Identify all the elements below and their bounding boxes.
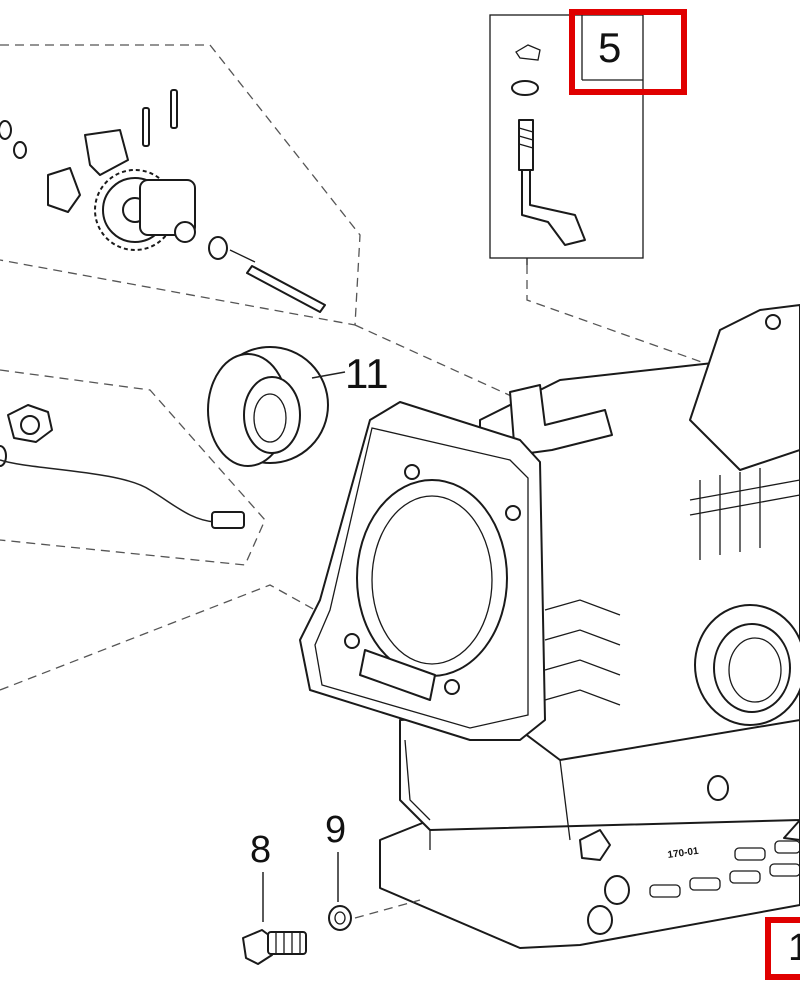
drain-plug	[242, 929, 307, 965]
sensor-wire	[0, 459, 216, 523]
governor-sleeve	[139, 179, 196, 236]
crankcase-body: 170-01	[299, 304, 800, 949]
callout-9-label: 9	[325, 809, 346, 851]
drain-dashed-line	[354, 899, 421, 919]
casting-mark: 170-01	[667, 846, 700, 861]
tower-hole	[765, 314, 781, 330]
governor-assembly-group	[0, 44, 361, 326]
assembly-dashed-line-inset	[526, 265, 711, 366]
drain-plug-washer	[328, 905, 352, 931]
bolt-hole-br	[444, 679, 460, 695]
bearing-oil-seal	[207, 346, 329, 467]
assembly-dashed-line-lower	[0, 584, 316, 691]
governor-arm-bracket	[84, 129, 129, 176]
base-mount-3	[707, 775, 729, 801]
oil-sensor-group	[0, 369, 266, 566]
sensor-group-dashed-outline	[0, 369, 266, 566]
crankcase-tower	[689, 304, 800, 471]
cylinder-bore	[356, 479, 508, 677]
crankcase-skirt-left	[404, 739, 431, 821]
base-drain-boss	[579, 829, 611, 861]
governor-shaft	[246, 265, 326, 313]
governor-flyweight	[47, 167, 81, 213]
bolt-hole-tr	[505, 505, 521, 521]
callout-1-highlight	[765, 917, 800, 980]
assembly-dashed-line-upper	[354, 324, 521, 401]
sensor-nut	[7, 404, 53, 443]
callout-11-leader	[311, 371, 346, 379]
callout-5-highlight	[569, 9, 687, 95]
base-casting-grill	[649, 840, 800, 898]
washer-icon	[511, 80, 539, 96]
governor-washer	[208, 236, 228, 260]
callout-1-label: 1	[788, 927, 800, 969]
callout-8-label: 8	[250, 829, 271, 871]
governor-group-dashed-outline	[0, 44, 361, 326]
crankcase-fins	[689, 468, 800, 560]
arrow-mark	[783, 819, 800, 841]
clip-icon	[515, 44, 541, 61]
callout-5-label: 5	[598, 24, 621, 71]
cylinder-fins	[544, 599, 621, 706]
sensor-washer	[0, 445, 7, 467]
base-mount-1	[604, 875, 630, 905]
sensor-connector	[211, 511, 245, 529]
flange-slot	[359, 649, 436, 701]
part-5-inset-frame	[489, 14, 644, 259]
part-5-inset	[489, 14, 644, 265]
callout-11-label: 11	[345, 350, 389, 397]
governor-washer-left-1	[0, 120, 12, 140]
bolt-hole-bl	[344, 633, 360, 649]
governor-pin-1	[142, 107, 150, 147]
bolt-hole-tl	[404, 464, 420, 480]
governor-washer-left-2	[13, 141, 27, 159]
base-mount-2	[587, 905, 613, 935]
governor-lever-rod	[518, 119, 586, 246]
governor-pin-2	[170, 89, 178, 129]
crankcase-skirt-mid	[559, 759, 571, 841]
